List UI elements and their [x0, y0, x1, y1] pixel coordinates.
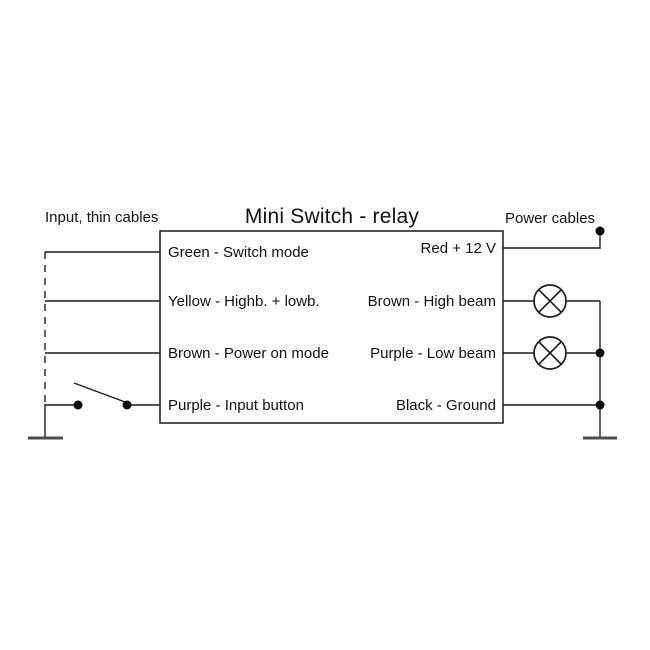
switch-lever	[73, 382, 126, 403]
low-beam-lamp-cross-2	[538, 341, 562, 365]
plus-12v-terminal-dot	[595, 226, 605, 236]
low-beam-lamp-icon	[533, 336, 567, 370]
junction-dot-ground	[595, 400, 605, 410]
wire-red-12v	[503, 233, 601, 249]
relay-box	[159, 230, 504, 424]
input-cables-label: Input, thin cables	[45, 209, 158, 226]
pin-label-red-12v: Red + 12 V	[421, 240, 496, 257]
pin-label-power-on-mode: Brown - Power on mode	[168, 345, 329, 362]
relay-right-pin-labels: Red + 12 V Brown - High beam Purple - Lo…	[368, 240, 496, 414]
power-wires	[503, 226, 605, 437]
junction-dot-low-beam	[595, 348, 605, 358]
pin-label-low-beam: Purple - Low beam	[370, 345, 496, 362]
input-wires	[44, 251, 160, 437]
diagram-title: Mini Switch - relay	[245, 205, 419, 228]
input-button-switch-icon	[45, 382, 160, 410]
pin-label-highb-lowb: Yellow - Highb. + lowb.	[168, 293, 320, 310]
low-beam-lamp-circle	[533, 336, 567, 370]
pin-label-ground: Black - Ground	[396, 397, 496, 414]
relay-left-pin-labels: Green - Switch mode Yellow - Highb. + lo…	[168, 244, 329, 414]
power-cables-label: Power cables	[505, 210, 595, 227]
pin-label-high-beam: Brown - High beam	[368, 293, 496, 310]
high-beam-lamp-cross-2	[538, 289, 562, 313]
pin-label-switch-mode: Green - Switch mode	[168, 244, 309, 261]
high-beam-lamp-icon	[533, 284, 567, 318]
high-beam-lamp-circle	[533, 284, 567, 318]
pin-label-input-button: Purple - Input button	[168, 397, 304, 414]
switch-left-contact	[73, 400, 83, 410]
